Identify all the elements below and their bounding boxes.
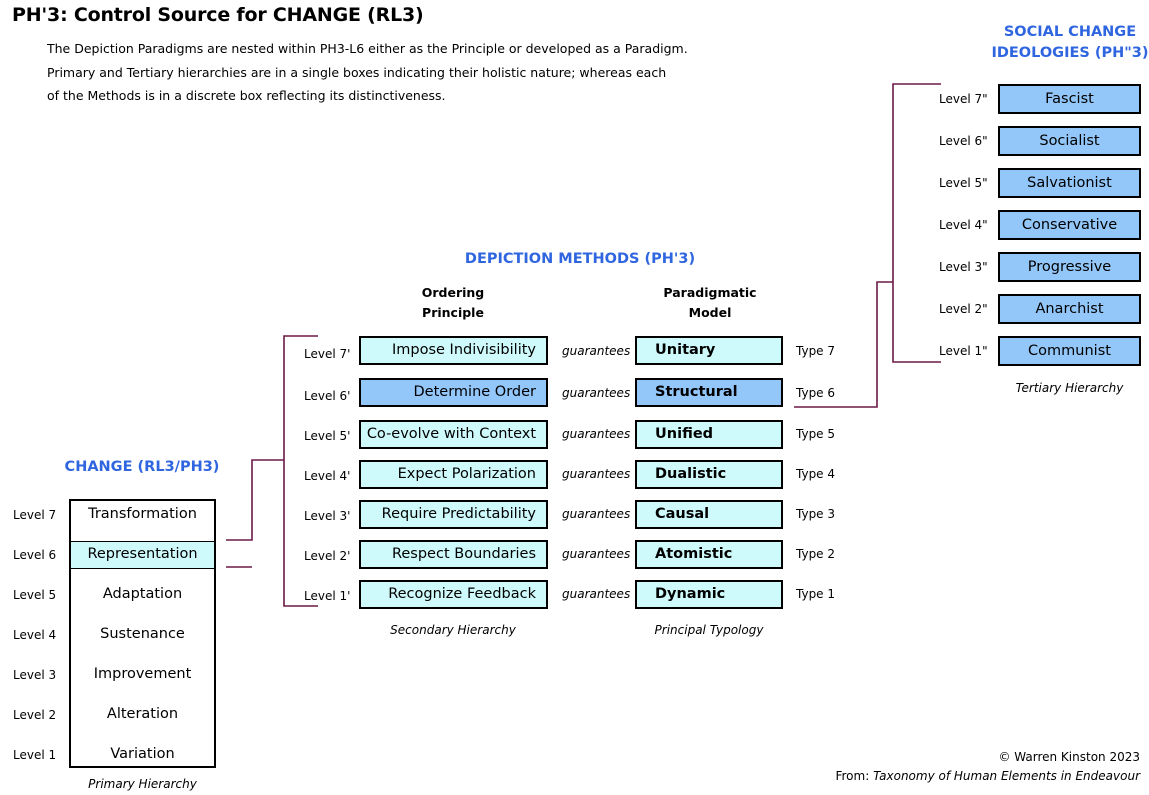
principal-typology-caption: Principal Typology [654, 623, 764, 637]
tertiary-heading: SOCIAL CHANGE IDEOLOGIES (PH"3) [991, 24, 1149, 61]
primary-item: Alteration [106, 706, 179, 722]
primary-level-label: Level 1 [13, 748, 57, 762]
primary-item: Variation [110, 746, 175, 762]
guarantees-label: guarantees [562, 587, 631, 601]
tertiary-level-label: Level 3" [939, 260, 988, 274]
primary-level-label: Level 6 [13, 548, 57, 562]
primary-highlight-row [70, 541, 215, 569]
connector-tertiary-bracket [892, 83, 941, 363]
primary-item: Transformation [88, 506, 197, 522]
tertiary-item: Socialist [998, 126, 1141, 156]
connector-primary-top [226, 459, 284, 541]
source-citation: From: Taxonomy of Human Elements in Ende… [835, 769, 1140, 783]
tertiary-level-label: Level 2" [939, 302, 988, 316]
tertiary-level-label: Level 4" [939, 218, 988, 232]
type-label: Type 5 [796, 427, 836, 441]
intro-line-3: of the Methods is in a discrete box refl… [47, 88, 446, 103]
type-label: Type 7 [796, 344, 836, 358]
paradigmatic-model-box: Atomistic [635, 540, 783, 569]
tertiary-item: Fascist [998, 84, 1141, 114]
guarantees-label: guarantees [562, 427, 631, 441]
primary-item: Improvement [93, 666, 192, 682]
secondary-level-label: Level 2' [304, 549, 351, 563]
ordering-principle-box: Require Predictability [359, 500, 548, 529]
tertiary-item: Conservative [998, 210, 1141, 240]
secondary-level-label: Level 4' [304, 469, 351, 483]
paradigmatic-model-box: Dynamic [635, 580, 783, 609]
secondary-level-label: Level 7' [304, 347, 351, 361]
source-title: Taxonomy of Human Elements in Endeavour [873, 769, 1140, 783]
guarantees-label: guarantees [562, 344, 631, 358]
guarantees-label: guarantees [562, 467, 631, 481]
secondary-level-label: Level 3' [304, 509, 351, 523]
type-label: Type 2 [796, 547, 836, 561]
primary-hierarchy-box [69, 499, 216, 768]
tertiary-level-label: Level 6" [939, 134, 988, 148]
ordering-principle-header: Ordering Principle [421, 285, 485, 320]
tertiary-item: Salvationist [998, 168, 1141, 198]
tertiary-level-label: Level 5" [939, 176, 988, 190]
guarantees-label: guarantees [562, 547, 631, 561]
secondary-hierarchy-caption: Secondary Hierarchy [390, 623, 516, 637]
tertiary-level-label: Level 7" [939, 92, 988, 106]
copyright-notice: © Warren Kinston 2023 [998, 750, 1140, 764]
ordering-principle-box: Respect Boundaries [359, 540, 548, 569]
secondary-level-label: Level 6' [304, 389, 351, 403]
tertiary-item: Anarchist [998, 294, 1141, 324]
type-label: Type 4 [796, 467, 836, 481]
primary-item: Adaptation [102, 586, 183, 602]
primary-level-label: Level 2 [13, 708, 57, 722]
ordering-principle-box: Expect Polarization [359, 460, 548, 489]
primary-heading: CHANGE (RL3/PH3) [64, 459, 220, 475]
primary-level-label: Level 4 [13, 628, 57, 642]
paradigmatic-model-box: Unitary [635, 336, 783, 365]
primary-hierarchy-caption: Primary Hierarchy [88, 777, 197, 791]
tertiary-item: Progressive [998, 252, 1141, 282]
ordering-principle-box: Co-evolve with Context [359, 420, 548, 449]
primary-level-label: Level 5 [13, 588, 57, 602]
secondary-level-label: Level 1' [304, 589, 351, 603]
ordering-principle-box: Recognize Feedback [359, 580, 548, 609]
connector-type6 [794, 281, 893, 408]
primary-level-label: Level 3 [13, 668, 57, 682]
tertiary-level-label: Level 1" [939, 344, 988, 358]
ordering-principle-box: Impose Indivisibility [359, 336, 548, 365]
guarantees-label: guarantees [562, 507, 631, 521]
primary-level-label: Level 7 [13, 508, 57, 522]
paradigmatic-model-header: Paradigmatic Model [663, 285, 757, 320]
type-label: Type 1 [796, 587, 836, 601]
methods-heading: DEPICTION METHODS (PH'3) [464, 251, 696, 267]
tertiary-hierarchy-caption: Tertiary Hierarchy [1015, 381, 1124, 395]
intro-line-2: Primary and Tertiary hierarchies are in … [47, 65, 667, 80]
paradigmatic-model-box: Dualistic [635, 460, 783, 489]
primary-item-highlighted: Representation [87, 546, 198, 562]
guarantees-label: guarantees [562, 386, 631, 400]
paradigmatic-model-box: Unified [635, 420, 783, 449]
paradigmatic-model-box-highlighted: Structural [635, 378, 783, 407]
type-label: Type 6 [796, 386, 836, 400]
connector-secondary-bracket [283, 335, 318, 607]
secondary-level-label: Level 5' [304, 429, 351, 443]
type-label: Type 3 [796, 507, 836, 521]
ordering-principle-box-highlighted: Determine Order [359, 378, 548, 407]
page-title: PH'3: Control Source for CHANGE (RL3) [12, 4, 424, 26]
intro-line-1: The Depiction Paradigms are nested withi… [47, 41, 688, 56]
tertiary-item: Communist [998, 336, 1141, 366]
primary-item: Sustenance [100, 626, 185, 642]
paradigmatic-model-box: Causal [635, 500, 783, 529]
